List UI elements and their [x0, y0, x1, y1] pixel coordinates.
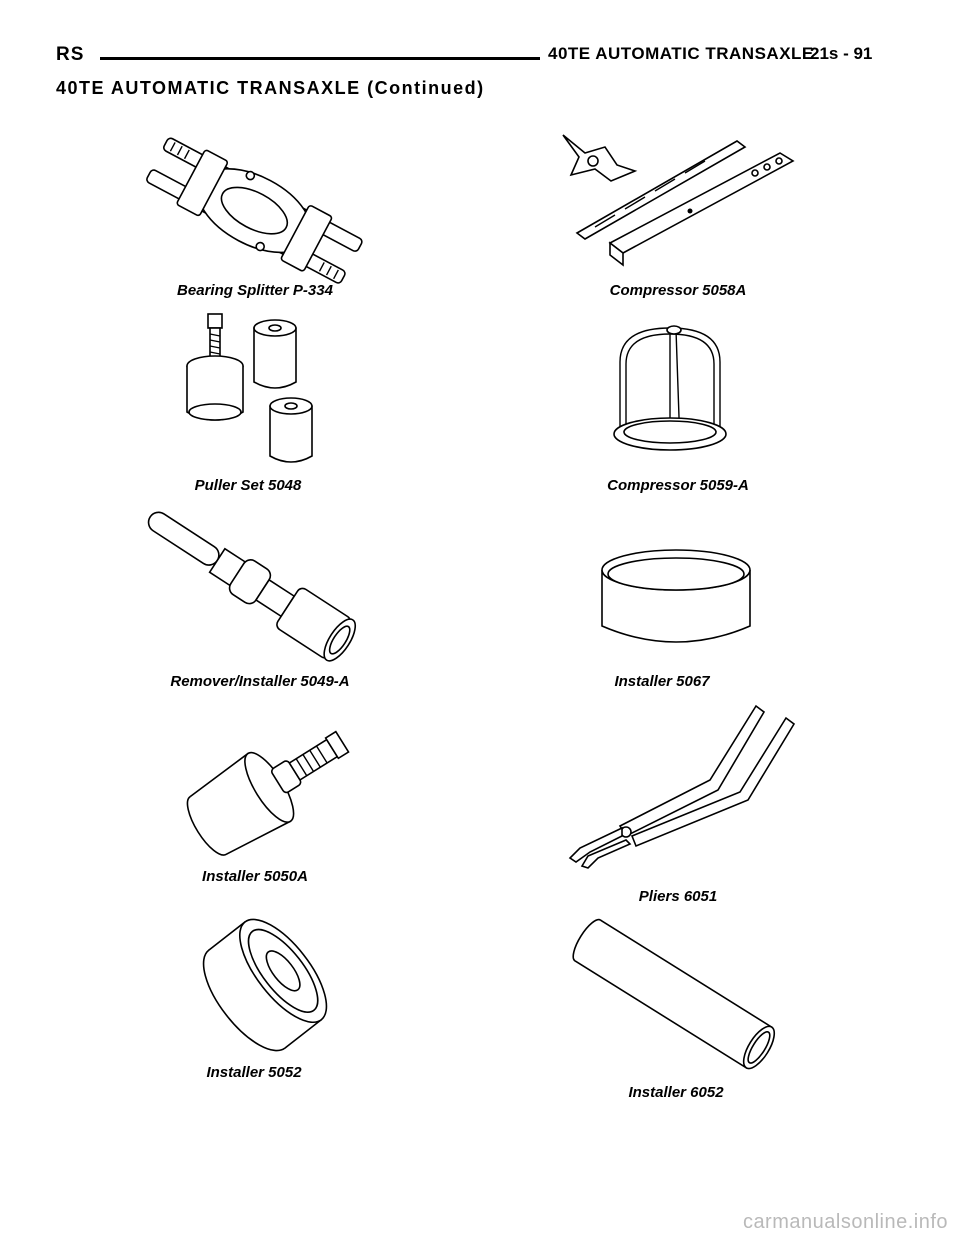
watermark: carmanualsonline.info — [742, 1211, 948, 1233]
tool-caption: Compressor 5058A — [609, 282, 747, 299]
tool-caption: Installer 5067 — [614, 673, 710, 690]
header-rule — [100, 57, 540, 60]
tool-caption: Installer 5052 — [206, 1064, 302, 1081]
tool-caption: Compressor 5059-A — [607, 477, 749, 494]
tool-caption: Puller Set 5048 — [194, 477, 302, 494]
section-title: 40TE AUTOMATIC TRANSAXLE (Continued) — [56, 78, 485, 98]
header-chapter-title: 40TE AUTOMATIC TRANSAXLE — [548, 44, 814, 63]
tool-caption: Pliers 6051 — [638, 888, 718, 905]
tool-caption: Installer 6052 — [628, 1084, 724, 1101]
tool-caption: Installer 5050A — [202, 868, 308, 885]
header-section-code: RS — [56, 44, 85, 65]
tool-caption: Bearing Splitter P-334 — [177, 282, 333, 299]
tool-caption: Remover/Installer 5049-A — [170, 673, 350, 690]
header-page-number: 21s - 91 — [810, 44, 873, 63]
